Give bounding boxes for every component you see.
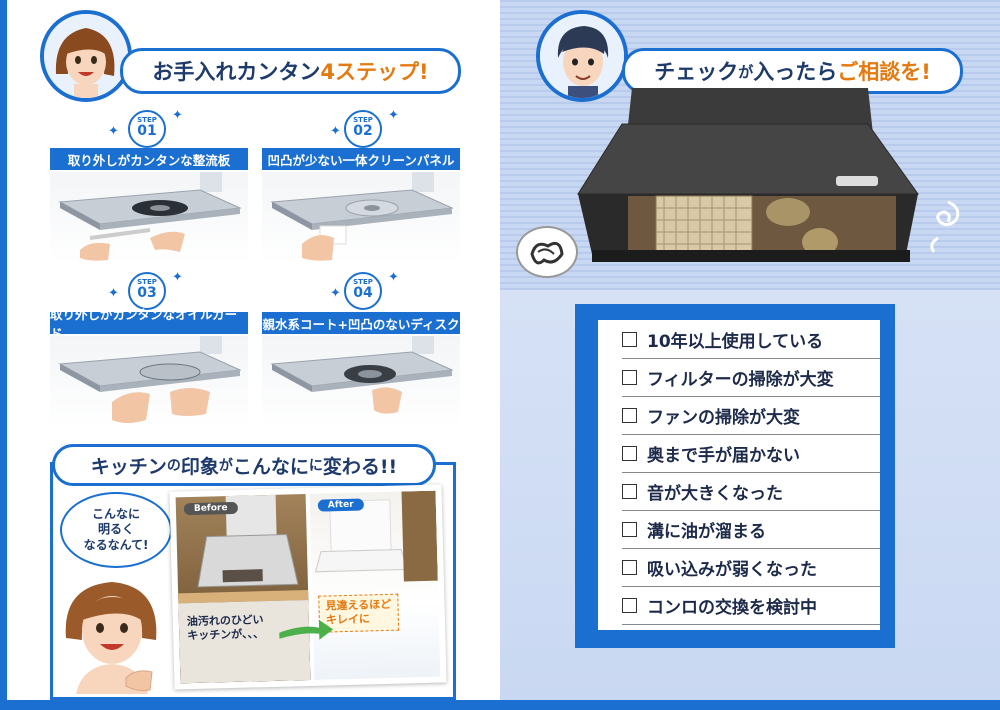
sparkle-icon: ✦: [330, 286, 341, 301]
after-label: After: [317, 498, 364, 512]
checklist-label: 溝に油が溜まる: [647, 521, 766, 542]
bubble-line: 明るく: [97, 522, 134, 537]
checklist-item[interactable]: ファンの掃除が大変: [622, 396, 880, 435]
kitchen-heading-part: こんなに: [232, 455, 309, 478]
caption-line: 見違えるほど: [325, 597, 392, 613]
speech-bubble: こんなに 明るく なるなんて!: [60, 492, 172, 568]
checklist-label: 音が大きくなった: [647, 483, 783, 504]
checklist-label: 10年以上使用している: [647, 331, 824, 352]
step-number: 02: [353, 123, 373, 139]
dirty-hood-icon: [178, 494, 311, 684]
swirl-icon: [918, 198, 968, 262]
checkbox-icon[interactable]: [622, 597, 637, 613]
left-edge-bar: [0, 0, 7, 710]
bottom-edge-bar: [0, 700, 1000, 710]
checklist-item[interactable]: 奥まで手が届かない: [622, 434, 880, 473]
checklist-item[interactable]: コンロの交換を検討中: [622, 586, 880, 625]
caption-line: キッチンが、、、: [187, 627, 265, 643]
checklist-label: 吸い込みが弱くなった: [647, 559, 817, 580]
checkbox-icon[interactable]: [622, 483, 637, 499]
step-number: 04: [353, 285, 373, 301]
checklist-item[interactable]: フィルターの掃除が大変: [622, 358, 880, 397]
checkbox-icon[interactable]: [622, 521, 637, 537]
dust-icon: [530, 241, 564, 265]
dirty-range-hood-photo: [568, 84, 928, 284]
step-badge-label: STEP: [353, 278, 373, 286]
range-hood-icon: [270, 172, 454, 261]
step-title-02: 凹凸が少ない一体クリーンパネル: [262, 148, 460, 170]
consult-heading-highlight: ご相談を!: [837, 60, 931, 84]
checklist-panel: [598, 320, 880, 630]
woman-avatar: [40, 10, 132, 102]
checkbox-icon[interactable]: [622, 407, 637, 423]
before-label: Before: [183, 501, 238, 516]
step-number: 03: [137, 285, 157, 301]
step-title-01: 取り外しがカンタンな整流板: [50, 148, 248, 170]
checklist-item[interactable]: 音が大きくなった: [622, 472, 880, 511]
kitchen-heading: キッチンの印象がこんなにに変わる!!: [52, 444, 436, 486]
sparkle-icon: ✦: [108, 124, 119, 139]
checklist-item[interactable]: 溝に油が溜まる: [622, 510, 880, 549]
woman-illustration: [52, 568, 170, 694]
step-badge-04: STEP 04: [344, 272, 382, 310]
after-photo: After 見違えるほど キレイに: [309, 490, 441, 680]
before-caption: 油汚れのひどい キッチンが、、、: [187, 613, 265, 644]
sparkle-icon: ✦: [388, 270, 399, 285]
caption-line: キレイに: [325, 612, 371, 627]
checkbox-icon[interactable]: [622, 331, 637, 347]
step-photo-01: [50, 172, 248, 264]
step-badge-02: STEP 02: [344, 110, 382, 148]
checklist-item[interactable]: 吸い込みが弱くなった: [622, 548, 880, 587]
kitchen-heading-part: キッチン: [90, 455, 167, 478]
checklist-item[interactable]: 10年以上使用している: [622, 320, 880, 359]
arrow-right-icon: [279, 617, 334, 644]
step-badge-label: STEP: [137, 278, 157, 286]
sparkle-icon: ✦: [330, 124, 341, 139]
step-photo-03: [50, 336, 248, 428]
dust-bubble: [516, 226, 578, 278]
step-photo-02: [262, 172, 460, 264]
care-heading-highlight: 4ステップ!: [320, 60, 429, 84]
step-badge-label: STEP: [137, 116, 157, 124]
checklist-label: フィルターの掃除が大変: [647, 369, 834, 390]
range-hood-icon: [270, 336, 454, 414]
step-badge-03: STEP 03: [128, 272, 166, 310]
checkbox-icon[interactable]: [622, 369, 637, 385]
kitchen-heading-part: 印象: [180, 455, 219, 478]
sparkle-icon: ✦: [108, 286, 119, 301]
before-photo: Before 油汚れのひどい キッチンが、、、: [175, 494, 311, 684]
clean-hood-icon: [314, 490, 438, 582]
kitchen-heading-part: が: [218, 458, 233, 474]
consult-heading-text: チェック: [654, 60, 739, 84]
checkbox-icon[interactable]: [622, 445, 637, 461]
bubble-line: なるなんて!: [83, 537, 149, 552]
step-title-04: 親水系コート+凹凸のないディスク: [262, 312, 460, 334]
step-badge-01: STEP 01: [128, 110, 166, 148]
sparkle-icon: ✦: [172, 270, 183, 285]
checklist-label: コンロの交換を検討中: [647, 597, 817, 618]
kitchen-heading-part: の: [166, 458, 181, 474]
consult-heading-text: が: [738, 62, 754, 81]
range-hood-icon: [577, 88, 919, 262]
range-hood-icon: [58, 336, 242, 423]
checkbox-icon[interactable]: [622, 559, 637, 575]
step-photo-04: [262, 336, 460, 428]
care-heading-text: お手入れカンタン: [152, 60, 321, 84]
sparkle-icon: ✦: [388, 108, 399, 123]
sparkle-icon: ✦: [172, 108, 183, 123]
kitchen-heading-part: 変わる!!: [322, 455, 398, 478]
bubble-line: こんなに: [91, 506, 140, 521]
before-after-card: Before 油汚れのひどい キッチンが、、、 After 見違えるほど キレイ…: [169, 484, 447, 690]
checklist-label: 奥まで手が届かない: [647, 445, 800, 466]
range-hood-icon: [58, 172, 242, 261]
consult-heading-text: 入ったら: [753, 60, 838, 84]
man-avatar: [536, 10, 628, 102]
step-badge-label: STEP: [353, 116, 373, 124]
step-number: 01: [137, 123, 157, 139]
step-title-03: 取り外しがカンタンなオイルガード: [50, 307, 248, 341]
checklist-label: ファンの掃除が大変: [647, 407, 800, 428]
